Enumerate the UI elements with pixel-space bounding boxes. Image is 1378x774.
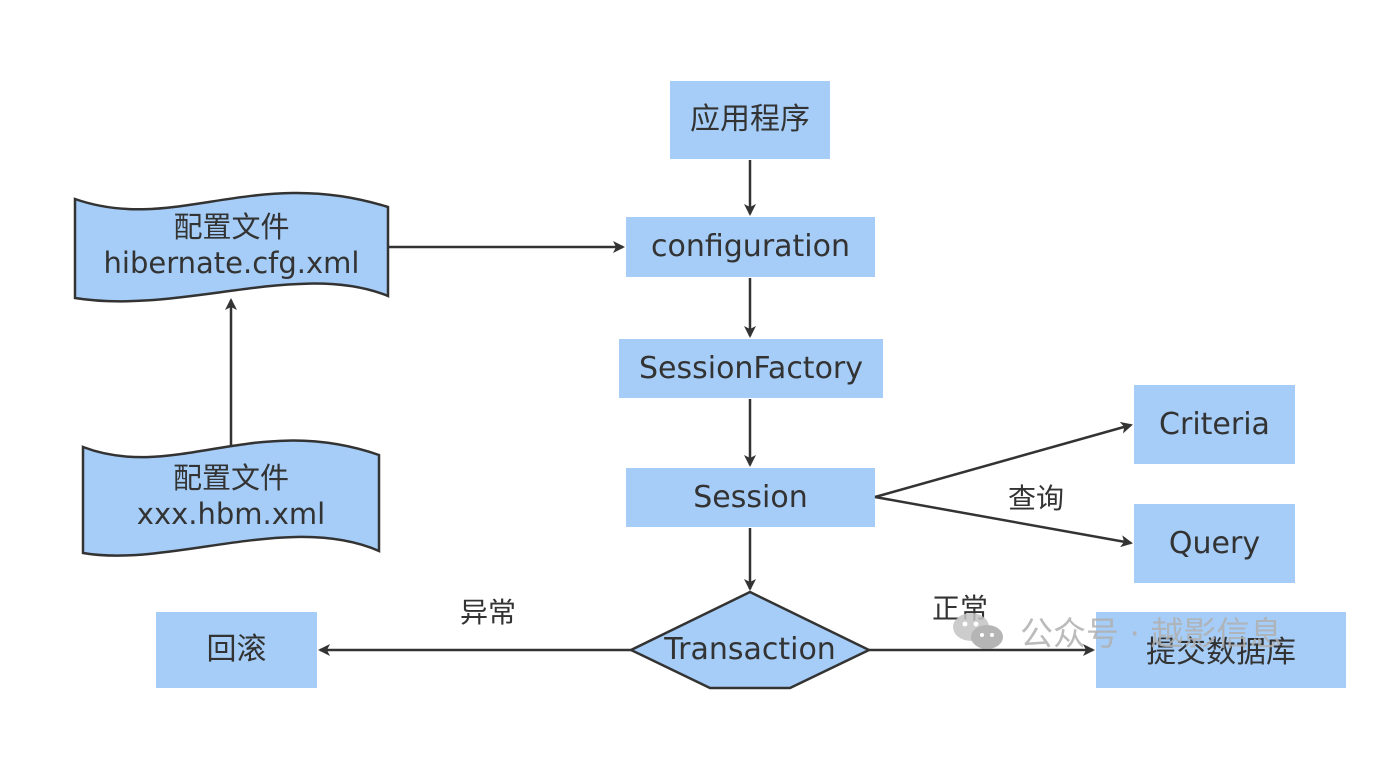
cfg-file-node bbox=[73, 191, 390, 303]
query-label: Query bbox=[1168, 525, 1261, 561]
configuration-node bbox=[626, 217, 875, 277]
app-node bbox=[670, 81, 830, 159]
app-label: 应用程序 bbox=[690, 102, 810, 138]
hbm-file-node bbox=[81, 439, 381, 557]
watermark-text: 公众号 · 越影信息 bbox=[1020, 614, 1283, 653]
commit-label: 提交数据库 bbox=[1146, 635, 1296, 671]
cfg-file-title: 配置文件 bbox=[173, 209, 290, 244]
configuration-label: configuration bbox=[651, 229, 850, 265]
arrow-session-to-criteria bbox=[874, 421, 1133, 499]
query-node bbox=[1134, 504, 1295, 583]
sessionfactory-label: SessionFactory bbox=[638, 350, 864, 386]
watermark: 公众号 · 越影信息 bbox=[950, 606, 1330, 656]
commit-node bbox=[1096, 612, 1346, 688]
sessionfactory-node bbox=[619, 339, 883, 398]
criteria-label: Criteria bbox=[1159, 406, 1270, 442]
cfg-file-name: hibernate.cfg.xml bbox=[103, 246, 360, 280]
session-node bbox=[626, 468, 875, 527]
session-label: Session bbox=[693, 479, 808, 515]
arrow-session-to-query bbox=[874, 495, 1133, 548]
hbm-file-name: xxx.hbm.xml bbox=[136, 497, 326, 531]
hbm-file-title: 配置文件 bbox=[172, 460, 289, 495]
transaction-node bbox=[629, 590, 871, 690]
exception-edge-label: 异常 bbox=[459, 595, 516, 629]
rollback-node bbox=[156, 612, 317, 688]
transaction-label: Transaction bbox=[664, 632, 836, 668]
cfg-file-label: 配置文件 hibernate.cfg.xml bbox=[75, 205, 388, 285]
criteria-node bbox=[1134, 385, 1295, 464]
wechat-icon bbox=[953, 613, 1003, 649]
query-edge-label: 查询 bbox=[1007, 481, 1064, 515]
rollback-label: 回滚 bbox=[206, 632, 267, 668]
hbm-file-label: 配置文件 xxx.hbm.xml bbox=[83, 456, 379, 536]
